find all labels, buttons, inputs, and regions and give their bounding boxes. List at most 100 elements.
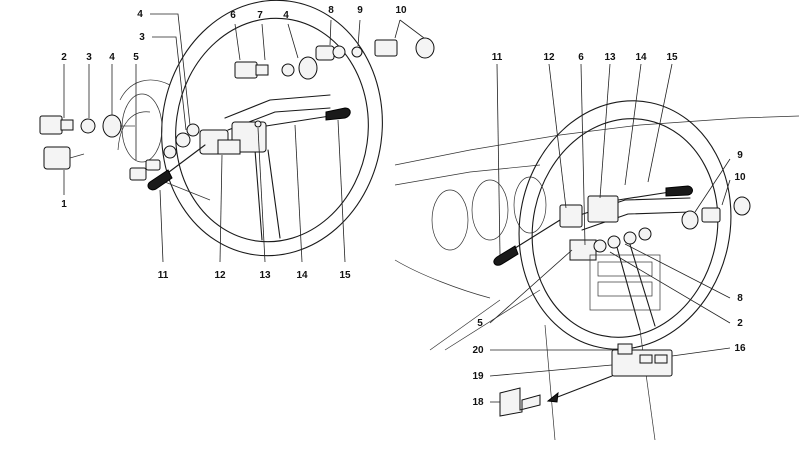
- dashboard-outline: [394, 115, 799, 166]
- dashboard-outline: [444, 289, 541, 351]
- lock-bracket: [374, 39, 398, 57]
- steering-wheel-spoke: [581, 211, 691, 231]
- wiper-stalk: [265, 115, 331, 127]
- dashboard-outline: [119, 79, 171, 101]
- callout-15: 15: [666, 52, 678, 63]
- light-switch-part: [39, 115, 63, 135]
- switch-housing: [587, 195, 619, 223]
- callout-19: 19: [472, 371, 484, 382]
- callout-4: 4: [109, 52, 115, 63]
- light-switch-connector: [60, 119, 74, 131]
- callout-14: 14: [635, 52, 647, 63]
- callout-3: 3: [139, 32, 145, 43]
- window-switch: [654, 354, 668, 364]
- right-installed-view: 11 12 6 13 14 15 9 10 8 2 16 5 20 19 18: [394, 52, 799, 441]
- lock-cap: [415, 37, 435, 59]
- lock-cylinder-ring: [281, 63, 295, 77]
- console-outline: [639, 329, 656, 441]
- light-switch-ring: [80, 118, 96, 134]
- stalk-ring: [163, 145, 177, 159]
- stalk-connector: [129, 167, 147, 181]
- bracket-arrowhead: [546, 391, 559, 403]
- left-leader-lines: [63, 13, 425, 263]
- instrument-gauge: [431, 189, 469, 251]
- steering-wheel-outer-rim: [161, 0, 383, 257]
- relay-wire: [69, 153, 85, 159]
- light-switch-knob: [102, 114, 122, 138]
- callout-9: 9: [737, 150, 743, 161]
- center-console: [589, 254, 661, 311]
- wiper-stalk: [617, 191, 671, 201]
- callout-14: 14: [296, 270, 308, 281]
- callout-2: 2: [737, 318, 743, 329]
- turn-signal-stalk: [164, 144, 206, 176]
- callout-12: 12: [543, 52, 555, 63]
- column-ring: [623, 231, 637, 245]
- switch-bracket: [569, 239, 597, 261]
- column-ring: [607, 235, 621, 249]
- right-leader-lines: [489, 63, 731, 403]
- lock-ring: [332, 45, 346, 59]
- callout-6: 6: [578, 52, 584, 63]
- callout-4: 4: [137, 9, 143, 20]
- stalk-connector: [145, 159, 161, 171]
- dashboard-outline: [429, 299, 501, 351]
- callout-5: 5: [477, 318, 483, 329]
- lock-cap: [733, 196, 751, 216]
- steering-wheel-spoke: [614, 239, 641, 331]
- combination-switch-assembly: [199, 120, 267, 155]
- callout-13: 13: [604, 52, 616, 63]
- callout-6: 6: [230, 10, 236, 21]
- stalk-ring: [186, 123, 200, 137]
- column-ring: [638, 227, 652, 241]
- turn-signal-stalk-knob: [493, 245, 519, 266]
- steering-wheel-outer-rim: [518, 100, 732, 350]
- console-outline: [544, 324, 556, 441]
- callout-1: 1: [61, 199, 67, 210]
- turn-signal-stalk: [511, 219, 561, 251]
- steering-wheel-inner-rim: [175, 17, 369, 243]
- relay-part: [43, 146, 71, 170]
- callout-12: 12: [214, 270, 226, 281]
- column-ring: [593, 239, 607, 253]
- turn-signal-stalk-knob: [147, 169, 173, 191]
- console-panel: [597, 281, 653, 297]
- instrument-gauge: [471, 179, 509, 241]
- switch-bracket: [217, 139, 241, 155]
- callout-2: 2: [61, 52, 67, 63]
- lock-washer: [351, 46, 363, 58]
- steering-wheel-spoke: [224, 94, 331, 119]
- lock-cylinder: [298, 56, 318, 80]
- dashboard-outline: [159, 179, 211, 201]
- callout-8: 8: [737, 293, 743, 304]
- wiper-stalk-knob: [665, 185, 693, 197]
- instrument-gauge: [121, 93, 163, 163]
- callout-10: 10: [734, 172, 746, 183]
- stalk-ring: [175, 132, 191, 148]
- ignition-switch-part: [234, 61, 258, 79]
- switch-screw: [254, 120, 262, 128]
- callout-8: 8: [328, 5, 334, 16]
- steering-wheel-spoke: [254, 149, 263, 241]
- callout-10: 10: [395, 5, 407, 16]
- callout-15: 15: [339, 270, 351, 281]
- lock-bracket: [701, 207, 721, 223]
- lock-cylinder-housing: [315, 45, 335, 61]
- callout-5: 5: [133, 52, 139, 63]
- dashboard-outline: [394, 164, 541, 186]
- callout-4: 4: [283, 10, 289, 21]
- dashboard-outline: [394, 259, 491, 299]
- callout-9: 9: [357, 5, 363, 16]
- window-switch: [617, 343, 633, 355]
- wiper-stalk-knob: [325, 107, 351, 121]
- callout-11: 11: [492, 52, 503, 63]
- lock-cylinder: [681, 210, 699, 230]
- left-exploded-view: 2 3 4 5 1 4 3 6 7 4 8 9 10 11 12 13 14 1…: [39, 0, 435, 281]
- dashboard-outline: [117, 111, 151, 151]
- console-panel: [597, 261, 653, 277]
- mounting-bracket: [499, 387, 541, 417]
- callout-16: 16: [734, 343, 746, 354]
- callout-20: 20: [472, 345, 484, 356]
